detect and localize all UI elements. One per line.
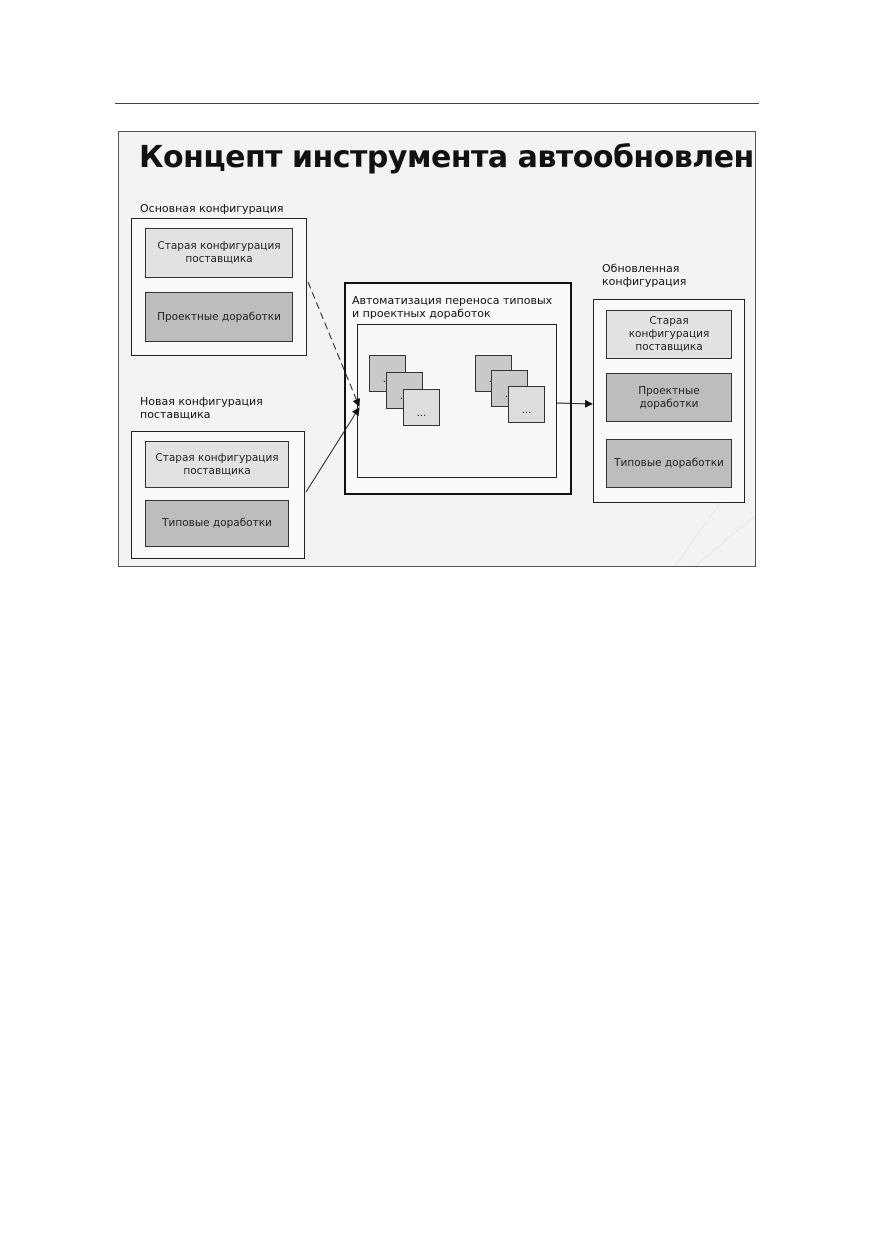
new-config-group: Старая конфигурация поставщика Типовые д…	[131, 431, 305, 559]
arrow-automation-to-updated	[555, 399, 593, 408]
automation-label: Автоматизация переноса типовых и проектн…	[352, 294, 553, 320]
header-rule	[115, 103, 759, 104]
main-config-label: Основная конфигурация	[140, 202, 284, 215]
updated-config-old-vendor-box: Старая конфигурация поставщика	[606, 310, 732, 359]
process-square: ...	[403, 389, 440, 426]
main-config-group: Старая конфигурация поставщика Проектные…	[131, 218, 307, 356]
arrow-new-to-automation	[305, 407, 360, 493]
slide-title: Концепт инструмента автообновления	[139, 140, 756, 175]
updated-config-typical-box: Типовые доработки	[606, 439, 732, 488]
arrow-main-to-automation	[307, 281, 361, 407]
process-square: ...	[508, 386, 545, 423]
decorative-lines	[674, 496, 755, 566]
new-config-typical-box: Типовые доработки	[145, 500, 289, 547]
updated-config-project-box: Проектные доработки	[606, 373, 732, 422]
slide: Концепт инструмента автообновления Основ…	[118, 131, 756, 567]
new-config-label: Новая конфигурация поставщика	[140, 395, 263, 421]
connector-arrows	[305, 281, 593, 493]
updated-config-label: Обновленная конфигурация	[602, 262, 687, 288]
main-config-project-box: Проектные доработки	[145, 292, 293, 342]
main-config-old-vendor-box: Старая конфигурация поставщика	[145, 228, 293, 278]
updated-config-group: Старая конфигурация поставщика Проектные…	[593, 299, 745, 503]
new-config-old-vendor-box: Старая конфигурация поставщика	[145, 441, 289, 488]
